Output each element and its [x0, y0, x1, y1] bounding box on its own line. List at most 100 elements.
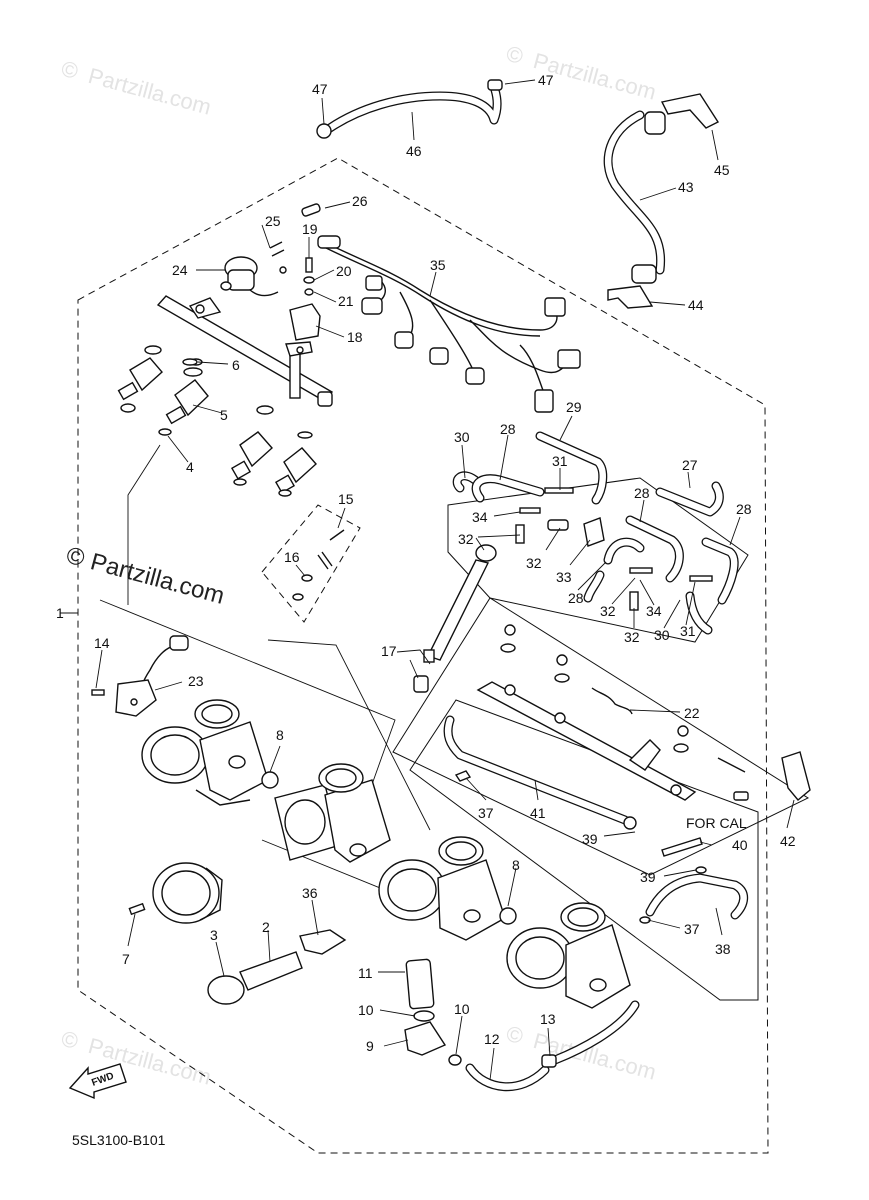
- callout-6: 6: [232, 357, 240, 373]
- callout-2: 2: [262, 919, 270, 935]
- watermark-symbol: ©: [63, 542, 87, 573]
- bracket: [607, 285, 654, 309]
- clamp: [695, 866, 707, 874]
- pipe: [239, 951, 303, 991]
- throttle-body: [274, 763, 391, 863]
- callout-29: 29: [566, 399, 582, 415]
- callout-18: 18: [347, 329, 363, 345]
- watermark-symbol: ©: [504, 1021, 526, 1049]
- callout-32: 32: [526, 555, 542, 571]
- clamp: [454, 770, 472, 782]
- hose: [405, 958, 435, 1010]
- callout-22: 22: [684, 705, 700, 721]
- callout-47: 47: [312, 81, 328, 97]
- callout-19: 19: [302, 221, 318, 237]
- hose-clip: [301, 203, 321, 217]
- callout-30: 30: [654, 627, 670, 643]
- callout-40: 40: [732, 837, 748, 853]
- callout-9: 9: [366, 1038, 374, 1054]
- hose-kit-outline: [447, 477, 749, 643]
- callout-21: 21: [338, 293, 354, 309]
- callout-28: 28: [500, 421, 516, 437]
- callout-34: 34: [646, 603, 662, 619]
- screw: [317, 529, 345, 570]
- callout-31: 31: [552, 453, 568, 469]
- washer: [554, 673, 570, 683]
- callout-12: 12: [484, 1031, 500, 1047]
- callout-35: 35: [430, 257, 446, 273]
- fwd-arrow: FWD: [68, 1063, 127, 1100]
- throttle-body: [378, 836, 506, 941]
- callout-26: 26: [352, 193, 368, 209]
- pipe: [661, 837, 703, 857]
- sensor: [285, 303, 321, 357]
- diagram-code: 5SL3100-B101: [72, 1132, 166, 1148]
- for-cal-box-outline: [409, 699, 759, 1001]
- o-ring: [304, 288, 314, 296]
- o-ring: [448, 1054, 462, 1066]
- callout-32: 32: [600, 603, 616, 619]
- o-ring: [182, 358, 198, 366]
- for-cal-label: FOR CAL: [686, 815, 747, 831]
- o-ring: [158, 428, 172, 436]
- screw: [269, 241, 285, 257]
- callout-33: 33: [556, 569, 572, 585]
- callout-27: 27: [682, 457, 698, 473]
- callout-28: 28: [736, 501, 752, 517]
- callout-7: 7: [122, 951, 130, 967]
- callout-13: 13: [540, 1011, 556, 1027]
- callout-17: 17: [381, 643, 397, 659]
- bracket-plate: [476, 681, 697, 801]
- fuel-injector: [230, 405, 274, 486]
- screw: [279, 266, 287, 274]
- callout-28: 28: [634, 485, 650, 501]
- o-ring: [292, 593, 304, 601]
- bracket: [781, 751, 811, 801]
- callout-16: 16: [284, 549, 300, 565]
- fuel-injector: [117, 345, 163, 413]
- callout-37: 37: [478, 805, 494, 821]
- screw: [677, 725, 689, 737]
- callout-32: 32: [624, 629, 640, 645]
- callout-24: 24: [172, 262, 188, 278]
- callout-10: 10: [358, 1002, 374, 1018]
- throttle-body: [506, 902, 631, 1009]
- throttle-position-sensor: [91, 635, 189, 717]
- callout-labels: 1 2 3 4 5 6 7 8 8 9 10 10 11 12 13 14 15…: [56, 72, 796, 1148]
- watermark-symbol: ©: [59, 56, 81, 84]
- callout-32: 32: [458, 531, 474, 547]
- joint: [207, 975, 245, 1005]
- washer: [673, 743, 689, 753]
- callout-43: 43: [678, 179, 694, 195]
- leader-lines: [95, 79, 795, 1081]
- screw: [556, 654, 568, 666]
- watermark: Partzilla.com: [88, 548, 228, 610]
- throttle-body: [141, 699, 269, 806]
- o-ring: [413, 1010, 435, 1022]
- callout-23: 23: [188, 673, 204, 689]
- spring: [717, 757, 746, 773]
- assembly-outline: [77, 157, 769, 1154]
- screw: [128, 902, 146, 916]
- hose-43: [603, 110, 666, 284]
- cap: [152, 862, 223, 924]
- callout-44: 44: [688, 297, 704, 313]
- fuel-rail: [156, 295, 333, 407]
- watermark-symbol: ©: [59, 1026, 81, 1054]
- fuel-injector: [165, 358, 209, 425]
- callout-8: 8: [276, 727, 284, 743]
- callout-31: 31: [680, 623, 696, 639]
- callout-39: 39: [640, 869, 656, 885]
- hose-41: [443, 715, 637, 830]
- callout-25: 25: [265, 213, 281, 229]
- pressure-regulator: [220, 256, 279, 297]
- callout-42: 42: [780, 833, 796, 849]
- leader-line: [267, 639, 431, 831]
- joint: [404, 1021, 447, 1056]
- callout-20: 20: [336, 263, 352, 279]
- subassembly-15-outline: [261, 504, 361, 623]
- callout-38: 38: [715, 941, 731, 957]
- washer: [303, 276, 315, 284]
- collar: [499, 907, 517, 925]
